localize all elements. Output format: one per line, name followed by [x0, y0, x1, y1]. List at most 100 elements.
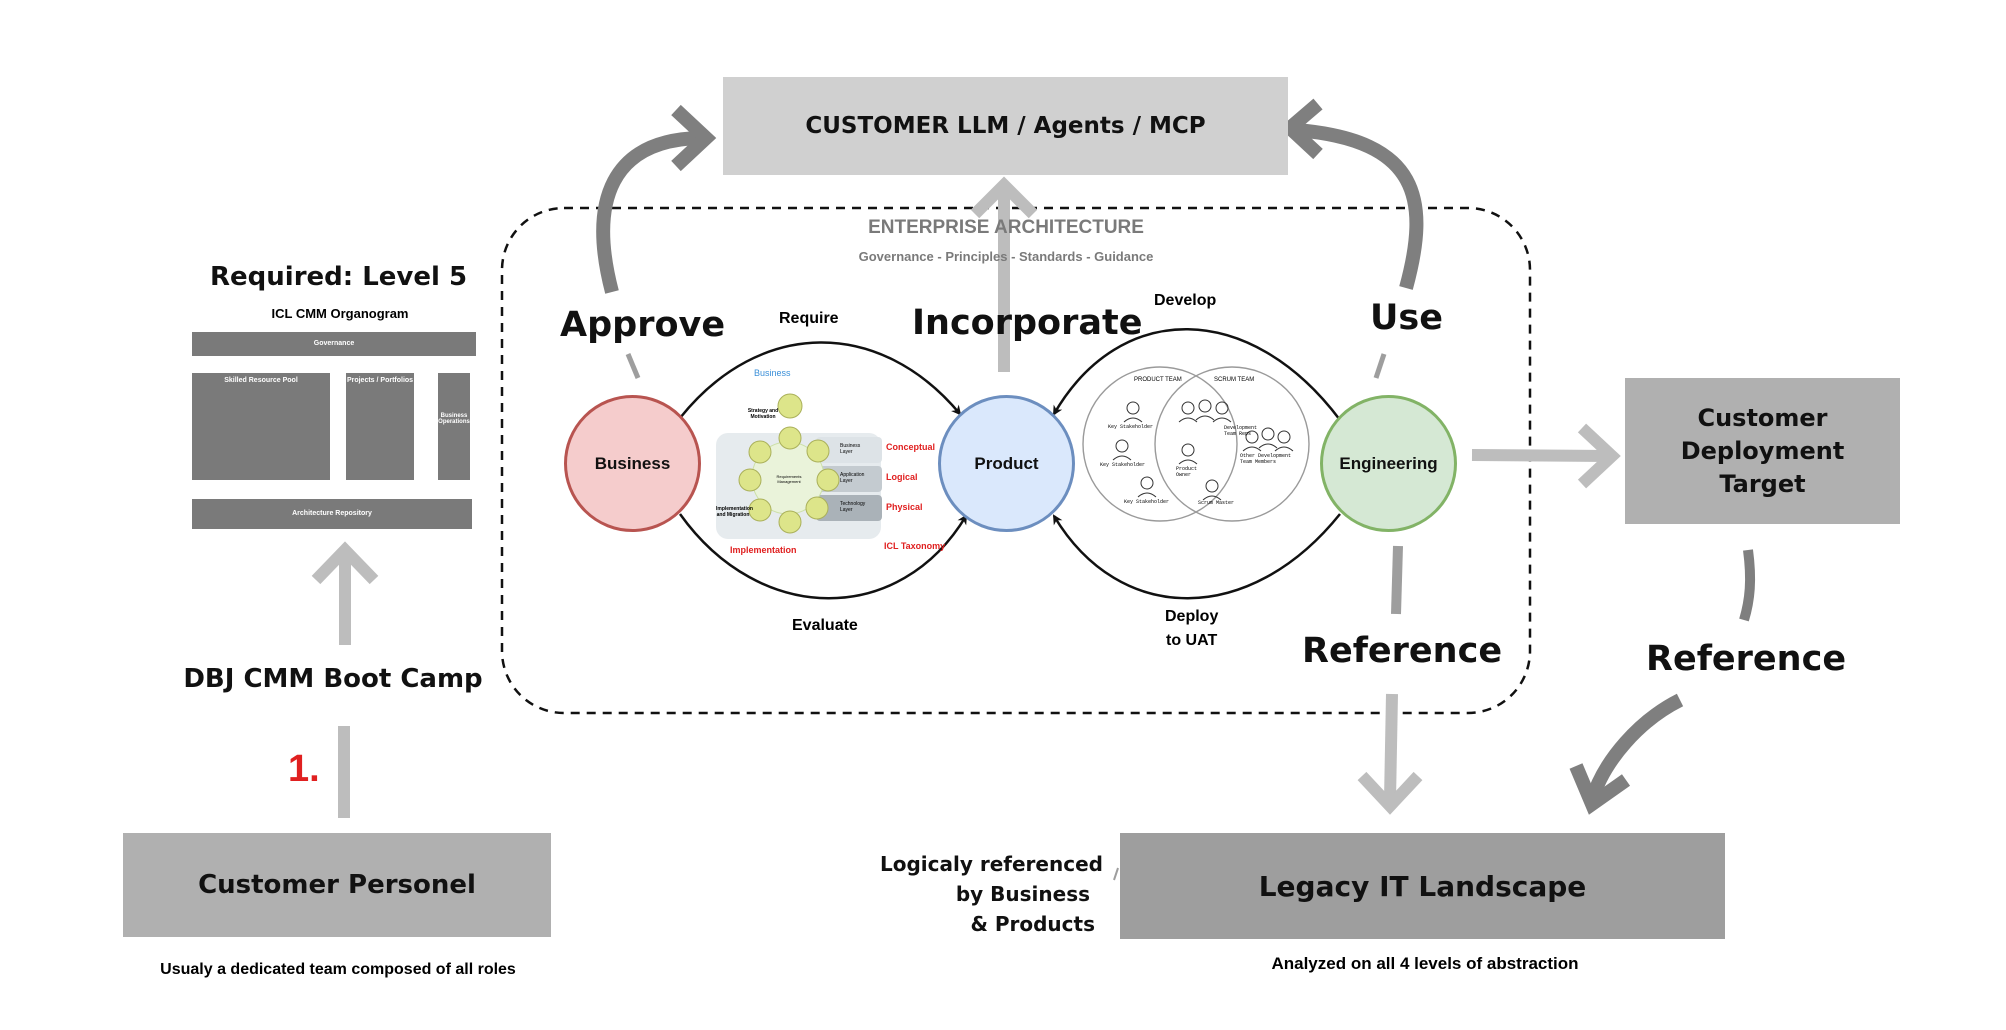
- customer-deployment-target-box: Customer Deployment Target: [1625, 378, 1900, 524]
- scrum-team-circle: [1154, 366, 1310, 522]
- taxonomy-node-top: [777, 393, 803, 419]
- dev-team-reps-label: Development Team Reps: [1224, 425, 1258, 437]
- approve-arrowhead: [671, 104, 717, 172]
- taxonomy-conceptual-label: Conceptual: [886, 442, 936, 452]
- engineering-circle: Engineering: [1320, 395, 1457, 532]
- evaluate-curve: [678, 513, 968, 600]
- required-level-label: Required: Level 5: [210, 262, 468, 292]
- person-icon-stakeholder-3: [1137, 476, 1157, 498]
- bootcamp-up-arrowhead: [311, 541, 379, 585]
- taxonomy-requirements-label: Requirements Management: [776, 474, 802, 484]
- engineering-reference-connector: [1391, 545, 1403, 615]
- taxonomy-node-3: [816, 468, 840, 492]
- develop-label: Develop: [1154, 292, 1217, 309]
- reference-right-arrowhead: [1569, 763, 1631, 815]
- deploy-label-line2: to UAT: [1166, 632, 1218, 649]
- org-projects-portfolios: Projects / Portfolios: [346, 373, 414, 480]
- person-icon-other-dev-1: [1242, 430, 1262, 452]
- taxonomy-technology-layer-bar: [816, 495, 882, 521]
- taxonomy-business-layer-bar: [816, 437, 882, 463]
- taxonomy-physical-label: Physical: [886, 502, 923, 512]
- org-business-operations: Business Operations: [438, 373, 470, 480]
- deployment-line-2: Deployment: [1680, 436, 1845, 465]
- require-label: Require: [779, 310, 839, 327]
- reference-right-label: Reference: [1646, 639, 1847, 679]
- legacy-note-line-3: & Products: [970, 912, 1095, 936]
- other-dev-label: Other Development Team Members: [1240, 453, 1292, 465]
- require-curve: [679, 341, 962, 419]
- taxonomy-node-7: [738, 468, 762, 492]
- scrum-team-label: SCRUM TEAM: [1214, 377, 1255, 383]
- product-owner-label: Product Owner: [1176, 466, 1198, 478]
- taxonomy-strategy-label: Strategy and Motivation: [747, 408, 779, 420]
- use-connector: [1373, 353, 1387, 379]
- taxonomy-node-5: [778, 510, 802, 534]
- incorporate-arrowhead: [970, 176, 1038, 219]
- org-architecture-repository: Architecture Repository: [192, 499, 472, 529]
- deploy-target-arrow: [1471, 449, 1611, 462]
- scrum-master-label: Scrum Master: [1198, 500, 1235, 506]
- step-number: 1.: [288, 748, 320, 790]
- taxonomy-node-6: [748, 498, 772, 522]
- approve-label: Approve: [560, 305, 726, 345]
- taxonomy-node-8: [748, 440, 772, 464]
- organogram-title: ICL CMM Organogram: [271, 306, 409, 321]
- reference-legacy-arrow: [1384, 693, 1398, 801]
- taxonomy-logical-label: Logical: [886, 472, 918, 482]
- person-icon-dev-rep-3: [1212, 401, 1232, 423]
- taxonomy-implementation-label: Implementation: [730, 545, 797, 555]
- enterprise-title: ENTERPRISE ARCHITECTURE: [868, 217, 1144, 238]
- incorporate-label: Incorporate: [912, 303, 1143, 343]
- personel-caption: Usualy a dedicated team composed of all …: [160, 961, 516, 978]
- icl-taxonomy-graphic: [716, 393, 882, 539]
- evaluate-label: Evaluate: [792, 617, 858, 634]
- deploy-target-arrowhead: [1577, 423, 1621, 489]
- taxonomy-implementation-small-label: Implementation and Migration: [716, 506, 753, 518]
- reference-right-arrow: [1585, 693, 1684, 803]
- taxonomy-business-layer-label: Business Layer: [840, 443, 861, 455]
- legacy-note-line-1: Logicaly referenced: [880, 852, 1103, 876]
- taxonomy-node-1: [778, 426, 802, 450]
- product-team-label: PRODUCT TEAM: [1134, 377, 1182, 383]
- legacy-note-tick: [1113, 867, 1119, 881]
- approve-connector: [625, 353, 641, 379]
- deployment-line-1: Customer: [1697, 403, 1828, 432]
- bootcamp-label: DBJ CMM Boot Camp: [183, 664, 483, 694]
- person-icon-dev-rep-2: [1195, 399, 1215, 421]
- person-icon-stakeholder-2: [1112, 439, 1132, 461]
- person-icon-stakeholder-1: [1123, 401, 1143, 423]
- develop-curve: [1052, 328, 1341, 421]
- person-icon-dev-rep-1: [1178, 401, 1198, 423]
- approve-arrow: [596, 131, 701, 294]
- taxonomy-business-label: Business: [754, 368, 791, 378]
- customer-llm-box: CUSTOMER LLM / Agents / MCP: [723, 77, 1288, 175]
- reference-left-label: Reference: [1302, 631, 1503, 671]
- product-team-circle: [1082, 366, 1238, 522]
- org-skilled-resource-pool: Skilled Resource Pool: [192, 373, 330, 480]
- org-governance: Governance: [192, 332, 476, 356]
- use-label: Use: [1370, 298, 1443, 338]
- taxonomy-node-4: [805, 496, 829, 520]
- stakeholder-label-3: Key Stakeholder: [1124, 499, 1170, 505]
- reference-legacy-arrowhead: [1357, 771, 1423, 815]
- customer-personel-box: Customer Personel: [123, 833, 551, 937]
- person-icon-scrum-master: [1202, 479, 1222, 501]
- deployment-line-3: Target: [1719, 469, 1806, 498]
- target-reference-connector: [1739, 549, 1756, 622]
- legacy-caption: Analyzed on all 4 levels of abstraction: [1271, 954, 1579, 973]
- use-arrowhead: [1279, 98, 1323, 160]
- legacy-it-landscape-box: Legacy IT Landscape: [1120, 833, 1725, 939]
- use-arrow: [1295, 123, 1424, 290]
- scrum-team-graphic: [1082, 366, 1310, 522]
- deploy-label-line1: Deploy: [1165, 608, 1219, 625]
- business-circle: Business: [564, 395, 701, 532]
- stakeholder-label-2: Key Stakeholder: [1100, 462, 1146, 468]
- taxonomy-node-2: [806, 439, 830, 463]
- product-circle: Product: [938, 395, 1075, 532]
- taxonomy-technology-layer-label: Technology Layer: [840, 501, 866, 513]
- legacy-note-line-2: by Business: [955, 882, 1090, 906]
- stakeholder-label-1: Key Stakeholder: [1108, 424, 1154, 430]
- person-icon-other-dev-2: [1258, 427, 1278, 449]
